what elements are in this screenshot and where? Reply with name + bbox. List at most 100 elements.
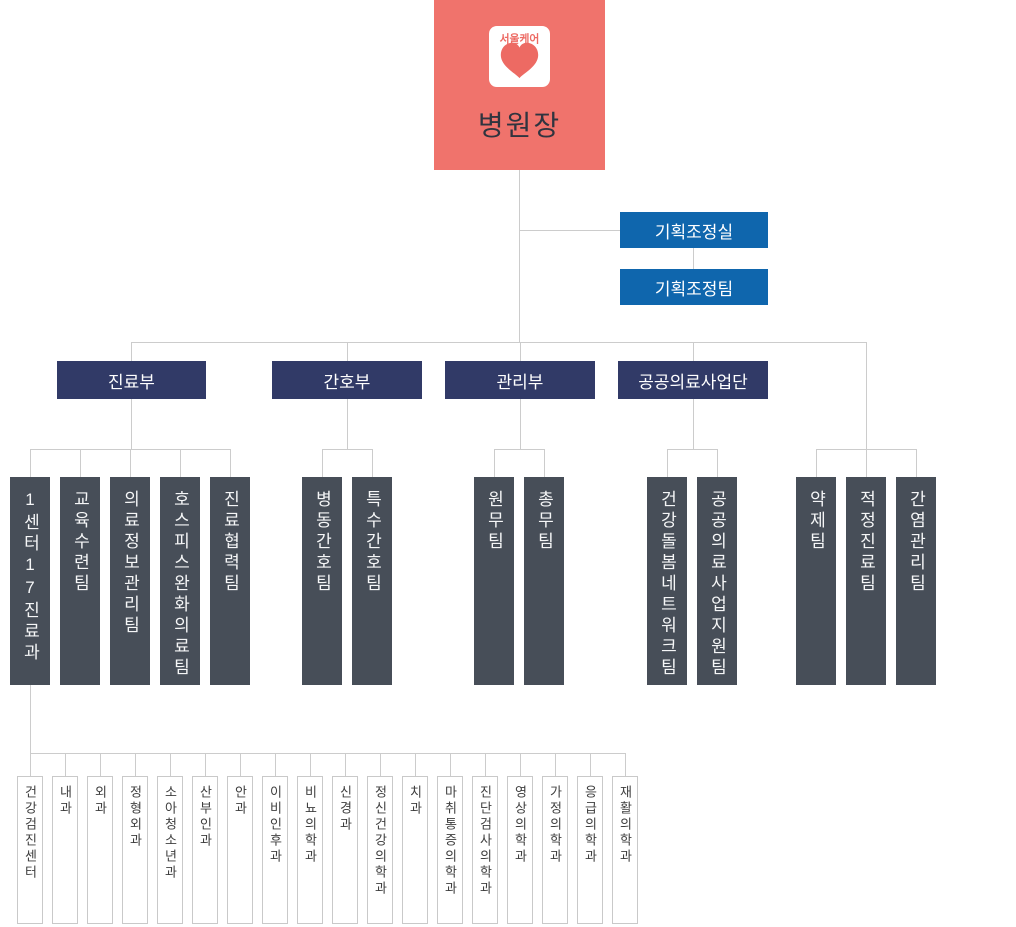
connector-line bbox=[520, 342, 521, 361]
connector-line bbox=[322, 449, 372, 450]
staff-box-planning-office: 기획조정실 bbox=[620, 212, 768, 248]
connector-line bbox=[240, 753, 241, 776]
connector-line bbox=[544, 449, 545, 477]
connector-line bbox=[170, 753, 171, 776]
connector-line bbox=[667, 449, 668, 477]
team-box: 건강돌봄네트워크팀 bbox=[647, 477, 687, 685]
clinic-box: 안과 bbox=[227, 776, 253, 924]
connector-line bbox=[322, 449, 323, 477]
connector-line bbox=[310, 753, 311, 776]
connector-line bbox=[135, 753, 136, 776]
clinic-box: 마취통증의학과 bbox=[437, 776, 463, 924]
director-box: 서울케어 병원장 bbox=[434, 0, 605, 170]
clinic-box: 이비인후과 bbox=[262, 776, 288, 924]
team-box: 원무팀 bbox=[474, 477, 514, 685]
clinic-label: 영상의학과 bbox=[512, 785, 528, 865]
connector-line bbox=[520, 753, 521, 776]
clinic-label: 비뇨의학과 bbox=[302, 785, 318, 865]
dept-label: 관리부 bbox=[496, 372, 544, 392]
connector-line bbox=[555, 753, 556, 776]
team-box: 호스피스완화의료팀 bbox=[160, 477, 200, 685]
team-box: 간염관리팀 bbox=[896, 477, 936, 685]
clinic-label: 안과 bbox=[232, 785, 248, 817]
connector-line bbox=[131, 342, 132, 361]
connector-line bbox=[230, 449, 231, 477]
clinic-box: 내과 bbox=[52, 776, 78, 924]
connector-line bbox=[415, 753, 416, 776]
clinic-box: 비뇨의학과 bbox=[297, 776, 323, 924]
clinic-box: 진단검사의학과 bbox=[472, 776, 498, 924]
connector-line bbox=[519, 170, 520, 342]
logo-text: 서울케어 bbox=[500, 32, 540, 46]
connector-line bbox=[916, 449, 917, 477]
clinic-box: 영상의학과 bbox=[507, 776, 533, 924]
clinic-label: 내과 bbox=[57, 785, 73, 817]
clinic-box: 신경과 bbox=[332, 776, 358, 924]
clinic-box: 가정의학과 bbox=[542, 776, 568, 924]
connector-line bbox=[372, 449, 373, 477]
team-box: 특수간호팀 bbox=[352, 477, 392, 685]
team-box: 총무팀 bbox=[524, 477, 564, 685]
connector-line bbox=[520, 399, 521, 449]
team-label: 1센터17진료과 bbox=[20, 490, 40, 664]
team-label: 공공의료사업지원팀 bbox=[707, 490, 727, 679]
connector-line bbox=[667, 449, 717, 450]
team-label: 특수간호팀 bbox=[362, 490, 382, 595]
team-label: 간염관리팀 bbox=[906, 490, 926, 595]
connector-line bbox=[485, 753, 486, 776]
connector-line bbox=[816, 449, 817, 477]
connector-line bbox=[866, 342, 867, 449]
clinic-label: 정신건강의학과 bbox=[372, 785, 388, 897]
clinic-box: 정형외과 bbox=[122, 776, 148, 924]
connector-line bbox=[494, 449, 544, 450]
team-label: 건강돌봄네트워크팀 bbox=[657, 490, 677, 679]
connector-line bbox=[494, 449, 495, 477]
team-label: 적정진료팀 bbox=[856, 490, 876, 595]
clinic-box: 산부인과 bbox=[192, 776, 218, 924]
clinic-label: 정형외과 bbox=[127, 785, 143, 849]
dept-medical: 진료부 bbox=[57, 361, 206, 399]
clinic-label: 산부인과 bbox=[197, 785, 213, 849]
director-title: 병원장 bbox=[477, 110, 562, 141]
clinic-box: 재활의학과 bbox=[612, 776, 638, 924]
connector-line bbox=[131, 342, 866, 343]
clinic-box: 건강검진센터 bbox=[17, 776, 43, 924]
team-label: 병동간호팀 bbox=[312, 490, 332, 595]
team-box: 적정진료팀 bbox=[846, 477, 886, 685]
team-label: 의료정보관리팀 bbox=[120, 490, 140, 637]
dept-public-medical: 공공의료사업단 bbox=[618, 361, 768, 399]
clinic-box: 응급의학과 bbox=[577, 776, 603, 924]
clinic-label: 치과 bbox=[407, 785, 423, 817]
team-label: 호스피스완화의료팀 bbox=[170, 490, 190, 679]
dept-label: 간호부 bbox=[323, 372, 371, 392]
connector-line bbox=[275, 753, 276, 776]
team-label: 약제팀 bbox=[806, 490, 826, 553]
connector-line bbox=[65, 753, 66, 776]
connector-line bbox=[80, 449, 81, 477]
team-label: 교육수련팀 bbox=[70, 490, 90, 595]
team-label: 총무팀 bbox=[534, 490, 554, 553]
team-box: 1센터17진료과 bbox=[10, 477, 50, 685]
team-label: 원무팀 bbox=[484, 490, 504, 553]
clinic-box: 정신건강의학과 bbox=[367, 776, 393, 924]
dept-administration: 관리부 bbox=[445, 361, 595, 399]
team-box: 병동간호팀 bbox=[302, 477, 342, 685]
clinic-box: 외과 bbox=[87, 776, 113, 924]
team-box: 교육수련팀 bbox=[60, 477, 100, 685]
clinic-label: 건강검진센터 bbox=[22, 785, 38, 881]
dept-label: 공공의료사업단 bbox=[638, 372, 748, 392]
connector-line bbox=[30, 753, 31, 776]
connector-line bbox=[205, 753, 206, 776]
connector-line bbox=[519, 230, 620, 231]
connector-line bbox=[347, 342, 348, 361]
clinic-label: 가정의학과 bbox=[547, 785, 563, 865]
connector-line bbox=[693, 399, 694, 449]
connector-line bbox=[450, 753, 451, 776]
connector-line bbox=[866, 449, 867, 477]
staff-box-label: 기획조정팀 bbox=[654, 279, 734, 299]
staff-box-planning-team: 기획조정팀 bbox=[620, 269, 768, 305]
connector-line bbox=[130, 449, 131, 477]
connector-line bbox=[131, 399, 132, 449]
connector-line bbox=[100, 753, 101, 776]
dept-nursing: 간호부 bbox=[272, 361, 422, 399]
